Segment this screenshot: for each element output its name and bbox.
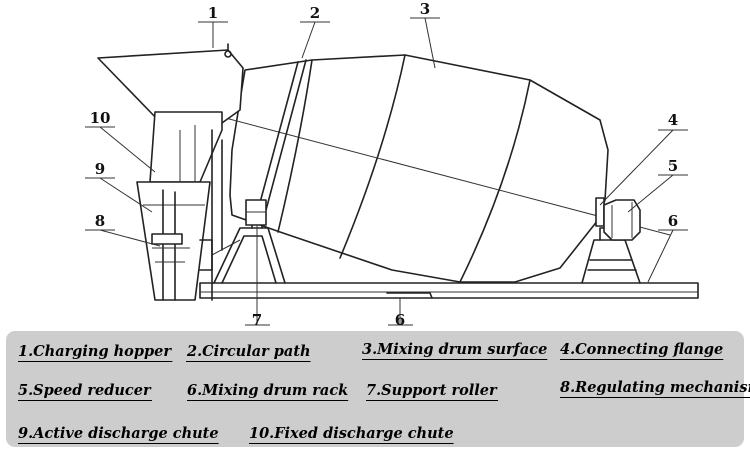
legend-item-10: 10.Fixed discharge chute (249, 425, 454, 442)
callout-2: 2 (310, 4, 320, 22)
legend-item-9: 9.Active discharge chute (18, 425, 219, 442)
callout-6-bottom: 6 (395, 311, 405, 329)
callout-7: 7 (252, 311, 262, 329)
callout-leaders (85, 17, 688, 326)
legend-item-8: 8.Regulating mechanism (560, 379, 750, 396)
callout-5: 5 (668, 157, 678, 175)
legend-item-2: 2.Circular path (186, 343, 311, 360)
callout-6-right: 6 (668, 212, 678, 230)
legend-item-5: 5.Speed reducer (18, 382, 152, 399)
regulating-mechanism (151, 189, 241, 301)
base-frame (199, 282, 699, 299)
callout-9: 9 (95, 160, 105, 178)
legend-item-6: 6.Mixing drum rack (187, 382, 348, 399)
front-rack (213, 227, 286, 284)
legend-row-3: 9.Active discharge chute 10.Fixed discha… (18, 425, 454, 442)
mixer-drawing (97, 43, 699, 301)
legend-item-3: 3.Mixing drum surface (362, 341, 547, 358)
legend-item-4: 4.Connecting flange (560, 341, 723, 358)
callout-8: 8 (95, 212, 105, 230)
callout-4: 4 (668, 111, 678, 129)
legend-item-7: 7.Support roller (366, 382, 498, 399)
legend-item-1: 1.Charging hopper (18, 343, 172, 360)
callout-numbers: 1 2 3 4 5 6 7 6 8 9 10 (90, 0, 679, 329)
legend-background (6, 331, 744, 447)
legend-panel: 1.Charging hopper 2.Circular path 3.Mixi… (6, 331, 750, 447)
callout-10: 10 (90, 109, 111, 127)
callout-3: 3 (420, 0, 430, 18)
legend-row-1: 1.Charging hopper 2.Circular path 3.Mixi… (18, 341, 723, 360)
circular-path-ring (257, 61, 299, 211)
legend-underlines (18, 359, 750, 444)
legend-row-2: 5.Speed reducer 6.Mixing drum rack 7.Sup… (18, 379, 750, 399)
rear-rack (581, 239, 641, 284)
callout-1: 1 (208, 4, 218, 22)
fixed-discharge-chute (149, 111, 223, 183)
